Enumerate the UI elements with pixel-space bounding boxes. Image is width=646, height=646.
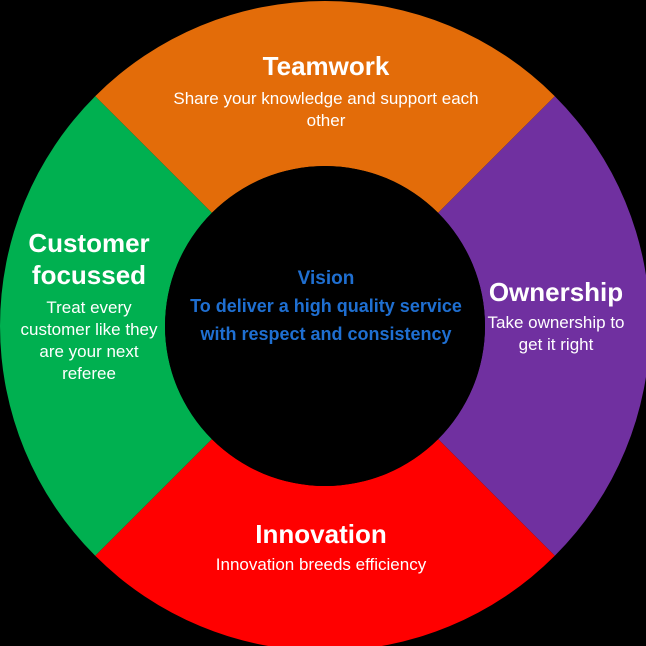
customer-focussed-label: Customer focussed Treat every customer l… [18, 227, 160, 385]
vision-label: Vision To deliver a high quality service… [190, 266, 462, 348]
vision-title: Vision [297, 268, 355, 289]
innovation-description: Innovation breeds efficiency [215, 555, 427, 574]
vision-text: To deliver a high quality service with r… [190, 296, 462, 344]
ownership-description: Take ownership to get it right [487, 313, 625, 354]
innovation-label: Innovation Innovation breeds efficiency [168, 518, 474, 576]
teamwork-label: Teamwork Share your knowledge and suppor… [173, 50, 479, 132]
customer-focussed-description: Treat every customer like they are your … [20, 298, 158, 383]
ownership-title: Ownership [488, 277, 624, 307]
teamwork-title: Teamwork [262, 51, 390, 81]
innovation-title: Innovation [255, 519, 387, 549]
segment-teamwork [95, 1, 555, 213]
segment-customer [0, 96, 212, 556]
teamwork-description: Share your knowledge and support each ot… [173, 89, 479, 130]
customer-focussed-title: Customer focussed [28, 228, 150, 290]
segment-ownership [438, 96, 646, 556]
center-circle [165, 166, 485, 486]
ownership-label: Ownership Take ownership to get it right [474, 276, 638, 356]
segment-innovation [95, 439, 555, 646]
